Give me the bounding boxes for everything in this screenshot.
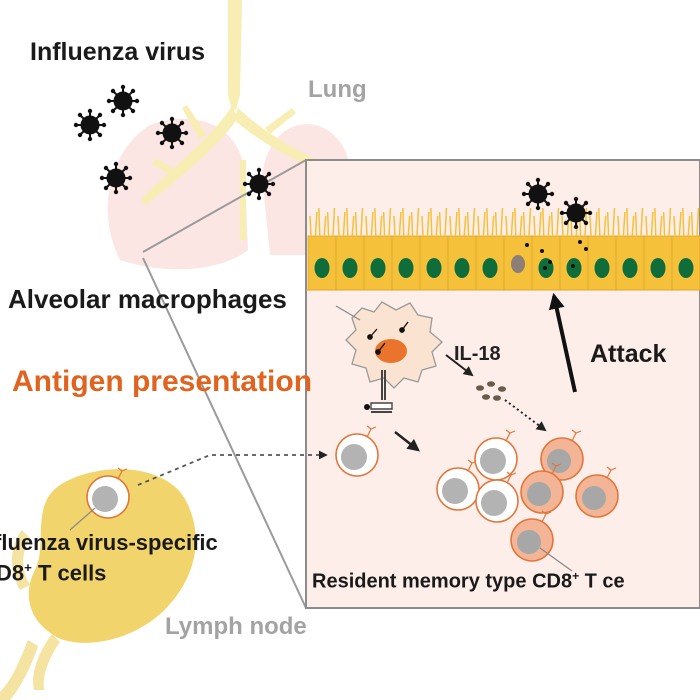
epithelial-cell-icon	[475, 207, 505, 291]
lymph-node-icon	[0, 469, 196, 700]
t-cell-icon	[475, 471, 519, 523]
lymph-node-label: Lymph node	[165, 613, 307, 640]
epithelial-cell-icon	[671, 207, 700, 291]
resident-sup: +	[572, 569, 580, 583]
virus-icon	[558, 195, 594, 231]
il18-to-tcells-dotted-arrow	[504, 399, 547, 432]
epithelial-cell-icon	[587, 207, 617, 291]
lung-label: Lung	[308, 76, 367, 103]
zoom-lines	[142, 159, 307, 609]
il18-particles	[476, 381, 506, 401]
virus-icon	[241, 166, 277, 202]
resident-suffix: T ce	[579, 570, 625, 593]
t-cell-icon	[510, 510, 554, 562]
epithelial-cell-icon	[391, 207, 421, 291]
am-callout-line	[335, 305, 361, 321]
fvs-prefix: D8	[0, 560, 25, 586]
fvs-sup: +	[24, 560, 32, 575]
migration-dashed-arrow	[137, 450, 328, 486]
antigen-presentation-label: Antigen presentation	[12, 365, 313, 398]
virus-icon	[98, 160, 134, 196]
resident-memory-label: Resident memory type CD8+ T ce	[312, 569, 625, 594]
virus-icon	[72, 107, 108, 143]
resident-prefix: Resident memory type CD8	[312, 570, 573, 593]
epithelial-cell-icon	[335, 207, 365, 291]
t-cell-icon	[474, 429, 518, 481]
epithelial-cell-icon	[419, 207, 449, 291]
t-cell-icon	[335, 425, 379, 477]
il18-label: IL-18	[454, 343, 501, 365]
epithelial-cell-icon	[643, 207, 673, 291]
influenza-virus-label: Influenza virus	[30, 38, 206, 66]
macrophage-icon	[345, 301, 443, 413]
resident-callout-line	[539, 547, 573, 572]
panel-viruses	[520, 176, 594, 270]
zoom-panel	[305, 159, 700, 609]
epithelial-cell-icon	[307, 207, 337, 291]
virus-icon	[154, 115, 190, 151]
infected-cell-particles	[525, 240, 588, 270]
epithelial-cell-icon	[615, 207, 645, 291]
t-cell-icon	[540, 429, 584, 481]
alveolar-macrophages-label: Alveolar macrophages	[8, 284, 287, 314]
virus-icon	[520, 176, 556, 212]
attack-label: Attack	[590, 340, 667, 368]
virus-icon	[105, 83, 141, 119]
macrophage-to-il18-arrow	[445, 354, 474, 377]
epithelial-cell-icon	[447, 207, 477, 291]
epithelial-cell-icon	[363, 207, 393, 291]
presentation-to-tcells-arrow	[394, 431, 420, 452]
virus-specific-label-line1: fluenza virus-specific	[0, 530, 218, 555]
virus-specific-label-line2: D8+ T cells	[0, 560, 106, 586]
fvs-callout-line	[69, 507, 96, 531]
t-cell-icon	[86, 467, 130, 519]
t-cells	[86, 425, 619, 562]
t-cell-icon	[520, 462, 564, 514]
t-cell-icon	[575, 466, 619, 518]
fvs-suffix: T cells	[31, 560, 107, 586]
attack-arrow	[548, 292, 577, 393]
